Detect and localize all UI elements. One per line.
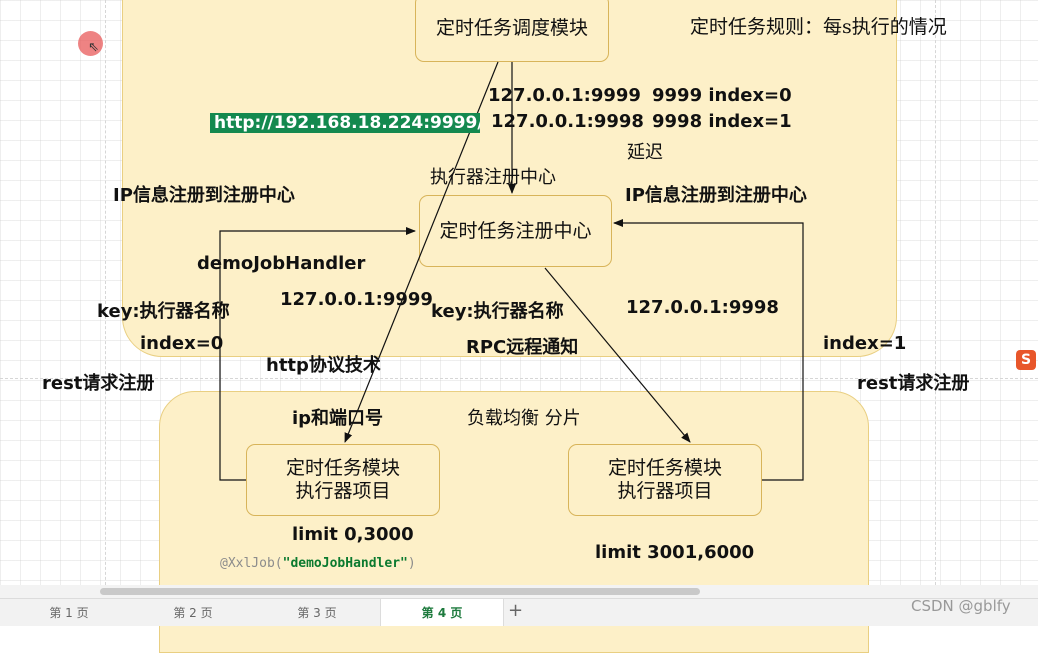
limit-left-label: limit 0,3000	[292, 524, 414, 545]
tab-page-2[interactable]: 第 2 页	[173, 606, 213, 620]
right-executor-register-arrow	[613, 219, 804, 481]
rule-label: 定时任务规则：每s执行的情况	[690, 16, 947, 38]
ip-port-label: ip和端口号	[292, 408, 384, 429]
delay-label: 延迟	[627, 142, 663, 163]
annotation-prefix: @XxlJob(	[220, 556, 283, 571]
rpc-label: RPC远程通知	[466, 337, 579, 358]
url-highlight: http://192.168.18.224:9999/	[210, 113, 480, 133]
key-mid-label: key:执行器名称	[431, 301, 564, 322]
rest-left-label: rest请求注册	[42, 373, 155, 394]
xxljob-annotation: @XxlJob("demoJobHandler")	[220, 556, 416, 571]
ip-register-left-label: IP信息注册到注册中心	[113, 185, 295, 206]
scheduler-box[interactable]: 定时任务调度模块	[415, 0, 609, 62]
addr-mid-right-label: 127.0.0.1:9998	[626, 297, 779, 318]
load-balance-label: 负载均衡 分片	[467, 408, 581, 429]
mouse-pointer-icon: ⇖	[88, 40, 99, 55]
page-guide	[0, 378, 1038, 379]
executor-registry-label: 执行器注册中心	[430, 167, 556, 188]
registry-box[interactable]: 定时任务注册中心	[419, 195, 612, 267]
limit-right-label: limit 3001,6000	[595, 542, 755, 563]
executor-left-box[interactable]: 定时任务模块 执行器项目	[246, 444, 440, 516]
executor-left-line1: 定时任务模块	[285, 457, 400, 479]
index-right-label: index=1	[823, 333, 907, 354]
connectors	[219, 61, 804, 481]
rest-right-label: rest请求注册	[857, 373, 970, 394]
annotation-arg: "demoJobHandler"	[282, 556, 408, 571]
ip-register-right-label: IP信息注册到注册中心	[625, 185, 807, 206]
executor-right-line2: 执行器项目	[617, 480, 713, 502]
executor-right-line1: 定时任务模块	[607, 457, 722, 479]
addr1-label: 127.0.0.1:9999	[488, 85, 641, 106]
page-guide	[105, 0, 106, 600]
http-tech-label: http协议技术	[266, 355, 381, 376]
tab-page-1[interactable]: 第 1 页	[49, 606, 89, 620]
addr2-index-label: 9998 index=1	[652, 111, 792, 132]
cursor-highlight	[78, 31, 103, 56]
tab-page-3[interactable]: 第 3 页	[297, 606, 337, 620]
annotation-suffix: )	[407, 556, 416, 571]
scheduler-label: 定时任务调度模块	[435, 16, 588, 39]
page-tab-bar: 第 1 页 第 2 页 第 3 页 第 4 页 +	[0, 598, 1038, 626]
addr1-index-label: 9999 index=0	[652, 85, 792, 106]
executor-left-line2: 执行器项目	[295, 480, 391, 502]
index-left-label: index=0	[140, 333, 224, 354]
executor-right-box[interactable]: 定时任务模块 执行器项目	[568, 444, 762, 516]
csdn-watermark: CSDN @gblfy	[911, 597, 1011, 615]
addr-mid-left-label: 127.0.0.1:9999	[280, 289, 433, 310]
addr2-label: 127.0.0.1:9998	[491, 111, 644, 132]
handler-label: demoJobHandler	[197, 253, 366, 274]
scrollbar-thumb[interactable]	[100, 588, 700, 595]
sogou-ime-icon[interactable]: S	[1016, 350, 1036, 370]
tab-page-4[interactable]: 第 4 页	[380, 599, 504, 626]
registry-label: 定时任务注册中心	[439, 219, 592, 242]
page-guide	[935, 0, 936, 600]
key-left-label: key:执行器名称	[97, 301, 230, 322]
left-executor-register-arrow	[219, 227, 416, 481]
add-page-button[interactable]: +	[508, 600, 524, 621]
registry-to-right-executor-arrow	[544, 267, 691, 443]
